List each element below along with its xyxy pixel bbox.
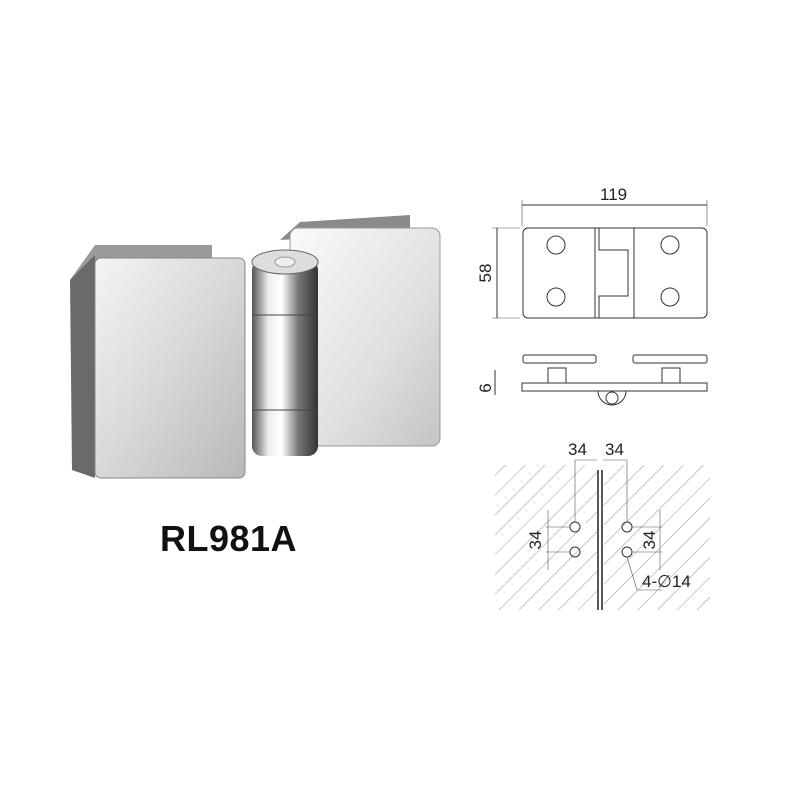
hinge-photo <box>70 215 441 479</box>
hole-spec-label: 4-∅14 <box>642 572 691 591</box>
product-model-label: RL981A <box>160 518 298 559</box>
thickness-dimension: 6 <box>476 383 495 392</box>
right-hole-offset: 34 <box>605 440 624 459</box>
left-hole-spacing: 34 <box>526 531 545 550</box>
side-view-drawing: 6 <box>476 354 708 406</box>
right-hole-spacing: 34 <box>640 531 659 550</box>
top-view-drawing: 119 58 <box>476 185 708 319</box>
hole-layout-drawing: 34 34 34 34 4-∅14 <box>495 440 710 610</box>
left-hole-offset: 34 <box>568 440 587 459</box>
height-dimension: 58 <box>476 264 495 283</box>
width-dimension: 119 <box>600 185 627 204</box>
